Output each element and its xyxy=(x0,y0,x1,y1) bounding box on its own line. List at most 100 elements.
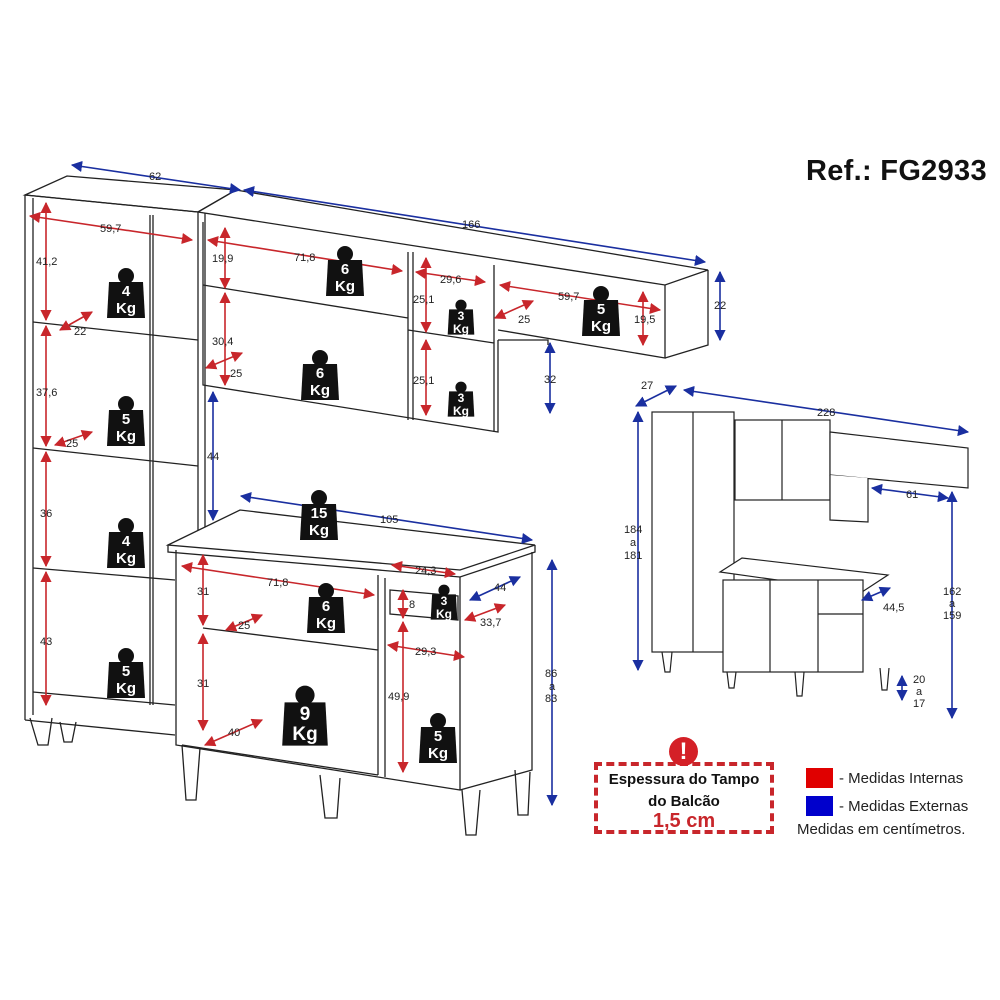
svg-text:3: 3 xyxy=(441,594,448,608)
red-swatch-icon xyxy=(806,768,833,788)
svg-text:25: 25 xyxy=(518,314,530,326)
svg-text:a: a xyxy=(549,681,556,693)
svg-text:6: 6 xyxy=(341,261,349,278)
svg-text:Kg: Kg xyxy=(116,300,136,317)
svg-text:a: a xyxy=(916,686,923,698)
svg-text:Kg: Kg xyxy=(436,607,452,621)
svg-text:44: 44 xyxy=(494,582,506,594)
weight-icon: 5Kg xyxy=(107,648,145,698)
countertop-thickness-value: 1,5 cm xyxy=(652,810,716,832)
counter-cabinet xyxy=(165,509,536,836)
svg-text:86: 86 xyxy=(545,668,557,680)
svg-text:Kg: Kg xyxy=(116,680,136,697)
weight-icon: 3Kg xyxy=(447,299,475,336)
svg-text:Kg: Kg xyxy=(453,404,469,418)
svg-text:6: 6 xyxy=(322,598,330,615)
svg-text:25,1: 25,1 xyxy=(413,375,434,387)
weight-icon: 5Kg xyxy=(582,286,620,336)
svg-text:25: 25 xyxy=(230,368,242,380)
svg-text:32: 32 xyxy=(544,374,556,386)
svg-text:20: 20 xyxy=(913,674,925,686)
svg-text:166: 166 xyxy=(462,219,480,231)
svg-text:44: 44 xyxy=(207,451,219,463)
svg-text:31: 31 xyxy=(197,586,209,598)
svg-text:a: a xyxy=(949,598,956,610)
svg-text:6: 6 xyxy=(316,365,324,382)
svg-text:Kg: Kg xyxy=(310,382,330,399)
svg-text:3: 3 xyxy=(458,391,465,405)
svg-text:22: 22 xyxy=(714,300,726,312)
svg-text:Kg: Kg xyxy=(453,322,469,336)
svg-text:Kg: Kg xyxy=(116,428,136,445)
weight-icon: 6Kg xyxy=(326,246,364,296)
svg-text:43: 43 xyxy=(40,636,52,648)
svg-text:83: 83 xyxy=(545,693,557,705)
weight-icon: 3Kg xyxy=(447,381,475,418)
svg-text:Kg: Kg xyxy=(116,550,136,567)
svg-text:25,1: 25,1 xyxy=(413,294,434,306)
svg-text:5: 5 xyxy=(434,728,442,745)
svg-text:61: 61 xyxy=(906,489,918,501)
svg-text:184: 184 xyxy=(624,524,642,536)
svg-text:a: a xyxy=(630,537,637,549)
svg-text:49,9: 49,9 xyxy=(388,691,409,703)
legend-internal: - Medidas Internas xyxy=(806,764,968,792)
svg-text:40: 40 xyxy=(228,727,240,739)
svg-text:228: 228 xyxy=(817,407,835,419)
internal-dimension-arrows xyxy=(28,201,662,774)
svg-text:9: 9 xyxy=(300,704,311,725)
svg-text:62: 62 xyxy=(149,171,161,183)
svg-text:159: 159 xyxy=(943,610,961,622)
svg-text:17: 17 xyxy=(913,698,925,710)
alert-icon: ! xyxy=(669,737,698,766)
weight-icon: 5Kg xyxy=(107,396,145,446)
svg-text:44,5: 44,5 xyxy=(883,602,904,614)
overview-kitchen xyxy=(651,411,969,697)
svg-text:29,6: 29,6 xyxy=(440,274,461,286)
svg-text:22: 22 xyxy=(74,326,86,338)
legend-external: - Medidas Externas xyxy=(806,792,968,820)
svg-text:Kg: Kg xyxy=(309,522,329,539)
blue-swatch-icon xyxy=(806,796,833,816)
svg-text:15: 15 xyxy=(311,505,328,522)
weight-icon: 6Kg xyxy=(307,583,345,633)
svg-text:Kg: Kg xyxy=(428,745,448,762)
svg-text:5: 5 xyxy=(597,301,605,318)
weight-icon: 3Kg xyxy=(430,584,458,621)
svg-text:8: 8 xyxy=(409,599,415,611)
svg-text:41,2: 41,2 xyxy=(36,256,57,268)
svg-text:Kg: Kg xyxy=(335,278,355,295)
svg-text:Kg: Kg xyxy=(316,615,336,632)
svg-text:162: 162 xyxy=(943,586,961,598)
svg-text:24,3: 24,3 xyxy=(415,565,436,577)
svg-text:25: 25 xyxy=(238,620,250,632)
svg-text:5: 5 xyxy=(122,663,130,680)
dimension-labels: 62 59,7 41,2 37,6 36 43 22 25 166 71,8 1… xyxy=(36,171,961,739)
reference-code: Ref.: FG2933 xyxy=(806,155,987,187)
svg-text:59,7: 59,7 xyxy=(558,291,579,303)
weight-icon: 4Kg xyxy=(107,518,145,568)
external-dimension-arrows xyxy=(70,160,970,807)
weight-tags: 4Kg 5Kg 4Kg 5Kg 6Kg 6Kg 3Kg 3Kg 5Kg 15Kg… xyxy=(107,246,620,763)
svg-text:59,7: 59,7 xyxy=(100,223,121,235)
svg-text:37,6: 37,6 xyxy=(36,387,57,399)
countertop-thickness-note: Espessura do Tampo do Balcão 1,5 cm xyxy=(594,762,774,834)
countertop-title-line2: do Balcão xyxy=(648,793,720,810)
legend-external-label: - Medidas Externas xyxy=(839,797,969,815)
svg-text:71,8: 71,8 xyxy=(267,577,288,589)
svg-text:4: 4 xyxy=(122,533,131,550)
svg-text:Kg: Kg xyxy=(591,318,611,335)
legend: - Medidas Internas - Medidas Externas xyxy=(806,764,968,820)
weight-icon: 9Kg xyxy=(282,685,328,746)
svg-text:19,5: 19,5 xyxy=(634,314,655,326)
svg-text:5: 5 xyxy=(122,411,130,428)
weight-icon: 4Kg xyxy=(107,268,145,318)
svg-text:30,4: 30,4 xyxy=(212,336,233,348)
svg-text:29,3: 29,3 xyxy=(415,646,436,658)
svg-text:Kg: Kg xyxy=(292,724,317,745)
svg-text:27: 27 xyxy=(641,380,653,392)
svg-text:181: 181 xyxy=(624,550,642,562)
legend-internal-label: - Medidas Internas xyxy=(839,769,964,787)
